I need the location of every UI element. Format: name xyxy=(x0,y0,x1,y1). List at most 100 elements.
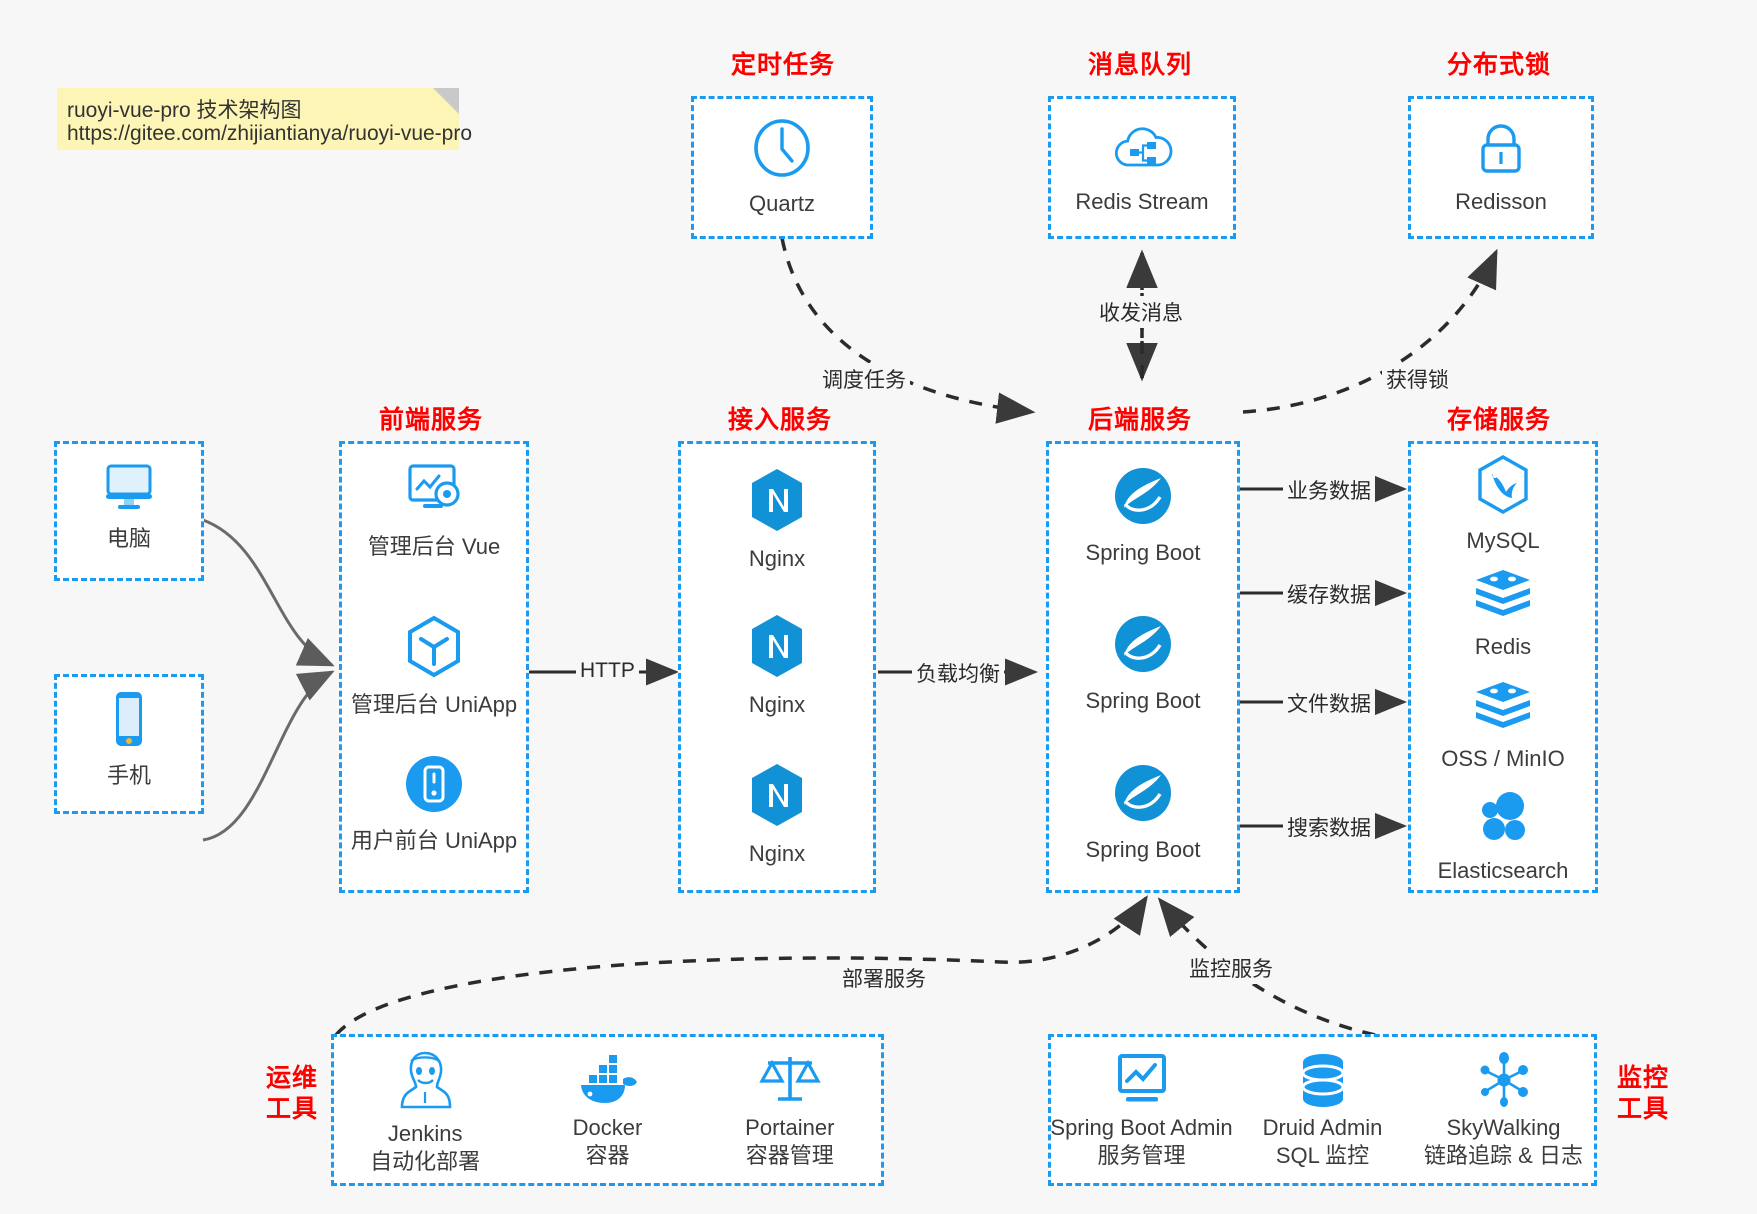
edge-label-deploy-service: 部署服务 xyxy=(838,962,930,994)
node-label: 用户前台 UniApp xyxy=(350,828,518,853)
edge-label-send-receive-message: 收发消息 xyxy=(1095,296,1187,328)
node-spring-boot-1[interactable]: Spring Boot xyxy=(1049,464,1237,567)
group-title-devops: 运维 工具 xyxy=(262,1063,322,1125)
node-label: Redisson xyxy=(1455,189,1547,214)
node-name: Jenkins xyxy=(387,1120,463,1146)
uniapp-cube-icon xyxy=(403,614,465,685)
node-admin-vue[interactable]: 管理后台 Vue xyxy=(342,460,526,561)
node-desc: 链路追踪 & 日志 xyxy=(1424,1142,1583,1168)
node-label: Elasticsearch xyxy=(1437,858,1569,883)
node-desc: 自动化部署 xyxy=(370,1148,481,1174)
node-druid-admin[interactable]: Druid Admin SQL 监控 xyxy=(1233,1051,1412,1170)
node-redisson[interactable]: Redisson xyxy=(1411,119,1591,216)
phone-icon xyxy=(106,689,152,756)
nginx-icon xyxy=(746,466,808,539)
spring-boot-icon xyxy=(1111,761,1175,830)
edge-label-business-data: 业务数据 xyxy=(1283,474,1375,506)
group-box-gateway: Nginx Nginx Nginx xyxy=(678,441,876,893)
node-jenkins[interactable]: Jenkins 自动化部署 xyxy=(335,1045,516,1176)
nginx-icon xyxy=(746,612,808,685)
node-elasticsearch[interactable]: Elasticsearch xyxy=(1411,788,1595,885)
node-name: Spring Boot Admin xyxy=(1050,1114,1233,1140)
node-label: OSS / MinIO xyxy=(1441,746,1565,771)
node-docker[interactable]: Docker 容器 xyxy=(517,1051,698,1170)
skywalking-icon xyxy=(1474,1051,1534,1114)
edge-label-load-balance: 负载均衡 xyxy=(912,657,1004,689)
edge-label-file-data: 文件数据 xyxy=(1283,687,1375,719)
client-box-desktop[interactable]: 电脑 xyxy=(54,441,204,581)
node-label: Spring Boot xyxy=(1085,837,1201,862)
node-redis-stream[interactable]: Redis Stream xyxy=(1051,119,1233,216)
edge-label-schedule-task: 调度任务 xyxy=(818,363,910,395)
node-label: Redis Stream xyxy=(1075,189,1209,214)
node-spring-boot-admin[interactable]: Spring Boot Admin 服务管理 xyxy=(1050,1051,1233,1170)
note-line-2: https://gitee.com/zhijiantianya/ruoyi-vu… xyxy=(67,122,473,145)
note-fold-corner xyxy=(433,88,459,114)
group-title-storage: 存储服务 xyxy=(1447,406,1552,434)
scales-icon xyxy=(758,1051,822,1114)
node-phone[interactable]: 手机 xyxy=(57,689,201,790)
node-nginx-2[interactable]: Nginx xyxy=(681,612,873,719)
node-label: Quartz xyxy=(748,191,816,216)
group-title-monitor: 监控 工具 xyxy=(1613,1063,1673,1125)
node-desktop[interactable]: 电脑 xyxy=(57,458,201,553)
node-redis[interactable]: Redis xyxy=(1411,566,1595,661)
node-portainer[interactable]: Portainer 容器管理 xyxy=(700,1051,881,1170)
group-box-mq: Redis Stream xyxy=(1048,96,1236,239)
node-name: SkyWalking xyxy=(1446,1114,1561,1140)
node-quartz[interactable]: Quartz xyxy=(694,117,870,218)
node-label: Spring Boot xyxy=(1085,688,1201,713)
group-box-lock: Redisson xyxy=(1408,96,1594,239)
node-desc: 服务管理 xyxy=(1097,1142,1186,1168)
node-admin-uniapp[interactable]: 管理后台 UniApp xyxy=(342,614,526,719)
node-name: Docker xyxy=(572,1114,643,1140)
node-spring-boot-2[interactable]: Spring Boot xyxy=(1049,612,1237,715)
desktop-icon xyxy=(99,458,159,519)
group-title-devops-line1: 运维 xyxy=(265,1064,318,1092)
group-box-scheduler: Quartz xyxy=(691,96,873,239)
group-title-backend: 后端服务 xyxy=(1088,406,1193,434)
node-mysql[interactable]: MySQL xyxy=(1411,454,1595,555)
redis-icon xyxy=(1472,566,1534,627)
node-label: 手机 xyxy=(106,763,151,788)
node-skywalking[interactable]: SkyWalking 链路追踪 & 日志 xyxy=(1414,1051,1593,1170)
database-icon xyxy=(1295,1051,1351,1114)
group-title-monitor-line2: 工具 xyxy=(1616,1095,1669,1123)
group-box-backend: Spring Boot Spring Boot Spring Boot xyxy=(1046,441,1240,893)
node-desc: 容器管理 xyxy=(745,1142,834,1168)
elasticsearch-icon xyxy=(1472,788,1534,851)
node-user-uniapp[interactable]: 用户前台 UniApp xyxy=(342,752,526,855)
group-title-scheduler: 定时任务 xyxy=(731,51,836,79)
edge-label-http: HTTP xyxy=(576,658,639,684)
clock-icon xyxy=(751,117,813,184)
sticky-note: ruoyi-vue-pro 技术架构图 https://gitee.com/zh… xyxy=(57,88,472,150)
group-title-lock: 分布式锁 xyxy=(1447,51,1552,79)
edge-label-search-data: 搜索数据 xyxy=(1283,811,1375,843)
jenkins-icon xyxy=(394,1045,456,1120)
edge-label-acquire-lock: 获得锁 xyxy=(1382,363,1453,395)
padlock-icon xyxy=(1472,119,1530,182)
node-label: 管理后台 UniApp xyxy=(350,692,518,717)
node-label: 管理后台 Vue xyxy=(367,534,501,559)
group-title-gateway: 接入服务 xyxy=(728,406,833,434)
node-label: Nginx xyxy=(748,692,806,717)
group-box-frontend: 管理后台 Vue 管理后台 UniApp 用户前台 UniApp xyxy=(339,441,529,893)
node-label: 电脑 xyxy=(106,526,151,551)
node-nginx-1[interactable]: Nginx xyxy=(681,466,873,573)
node-spring-boot-3[interactable]: Spring Boot xyxy=(1049,761,1237,864)
client-box-phone[interactable]: 手机 xyxy=(54,674,204,814)
group-box-devops: Jenkins 自动化部署 xyxy=(331,1034,884,1186)
cloud-node-icon xyxy=(1111,119,1173,182)
node-label: Nginx xyxy=(748,841,806,866)
node-desc: SQL 监控 xyxy=(1275,1142,1370,1168)
spring-boot-icon xyxy=(1111,464,1175,533)
node-label: Nginx xyxy=(748,546,806,571)
group-box-monitor: Spring Boot Admin 服务管理 Druid Admin SQL 监… xyxy=(1048,1034,1597,1186)
node-name: Druid Admin xyxy=(1262,1114,1383,1140)
group-title-frontend: 前端服务 xyxy=(379,406,484,434)
edge-label-monitor-service: 监控服务 xyxy=(1185,952,1277,984)
spring-boot-icon xyxy=(1111,612,1175,681)
node-nginx-3[interactable]: Nginx xyxy=(681,761,873,868)
node-oss-minio[interactable]: OSS / MinIO xyxy=(1411,678,1595,773)
